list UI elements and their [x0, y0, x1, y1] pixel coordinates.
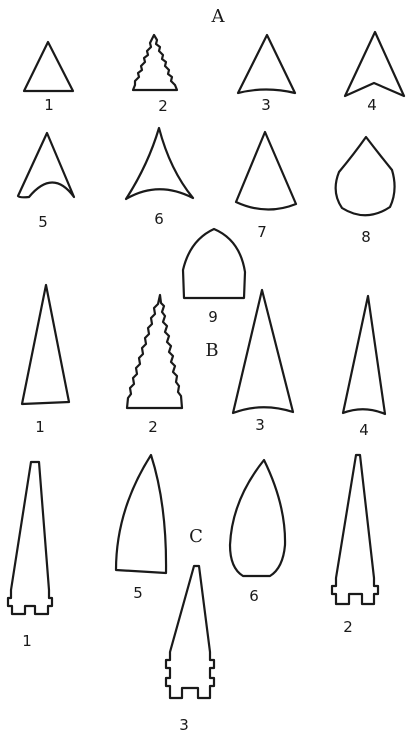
figure-a3: 3: [238, 35, 295, 114]
figure-a4-label: 4: [367, 96, 377, 114]
figure-b3-label: 3: [255, 416, 265, 434]
figure-a2: 2: [133, 35, 177, 115]
figure-c6: 6: [230, 460, 285, 605]
figure-c2-label: 2: [343, 618, 353, 636]
figure-a9: 9: [183, 229, 245, 326]
figure-a3-label: 3: [261, 96, 271, 114]
figure-a7: 7: [236, 132, 296, 241]
figure-c3-label: 3: [179, 716, 189, 734]
figure-c5: 5: [116, 455, 166, 602]
figure-c5-label: 5: [133, 584, 143, 602]
figure-a8-label: 8: [361, 228, 371, 246]
figure-a4: 4: [345, 32, 404, 114]
section-b-label: B: [205, 340, 218, 361]
figure-a9-label: 9: [208, 308, 218, 326]
figure-c1: 1: [8, 462, 52, 650]
figure-a7-label: 7: [257, 223, 267, 241]
figure-b1: 1: [22, 285, 69, 436]
figure-a2-label: 2: [158, 97, 168, 115]
figure-b2-label: 2: [148, 418, 158, 436]
figure-a1: 1: [24, 42, 73, 114]
figure-b3: 3: [233, 290, 293, 434]
figure-a1-label: 1: [44, 96, 54, 114]
figure-a6: 6: [126, 128, 193, 228]
section-a-label: A: [211, 6, 226, 27]
figure-c3: 3: [166, 566, 214, 734]
figure-a6-label: 6: [154, 210, 164, 228]
figure-c1-label: 1: [22, 632, 32, 650]
figure-b2: 2: [127, 295, 182, 436]
figure-b4: 4: [343, 296, 385, 439]
figure-a5-label: 5: [38, 213, 48, 231]
figure-c6-label: 6: [249, 587, 259, 605]
figure-c2: 2: [332, 455, 378, 636]
section-c-label: C: [189, 526, 203, 547]
figure-a8: 8: [336, 137, 395, 246]
figure-b1-label: 1: [35, 418, 45, 436]
figure-a5: 5: [18, 133, 74, 231]
figure-b4-label: 4: [359, 421, 369, 439]
